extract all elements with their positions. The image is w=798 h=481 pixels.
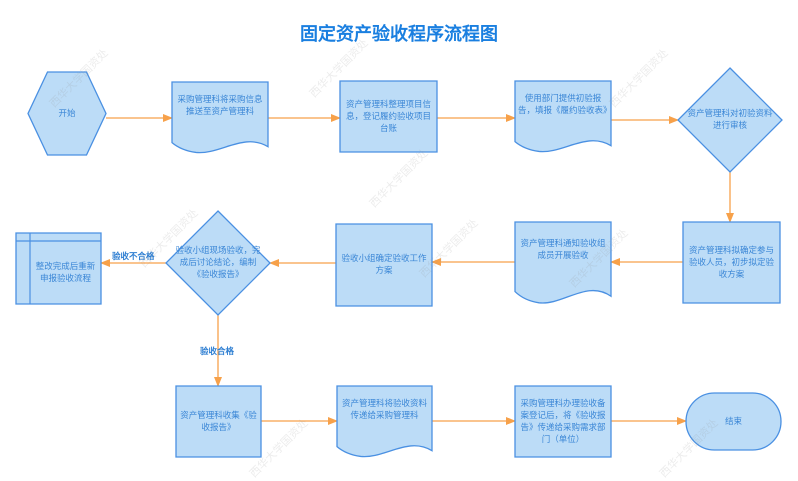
node-n5-process[interactable] xyxy=(682,221,781,304)
node-n11-label: 资产管理科将验收资料传递给采购管理科 xyxy=(341,399,427,422)
node-n10-label: 资产管理科收集《验收报告》 xyxy=(180,410,257,433)
node-n9-label: 整改完成后重新申报验收流程 xyxy=(35,261,96,284)
document-shape xyxy=(171,81,269,154)
node-n5-label: 资产管理科拟确定参与验收人员，初步拟定验收方案 xyxy=(688,245,774,280)
diagram-title: 固定资产验收程序流程图 xyxy=(300,24,498,45)
process-shape xyxy=(339,80,438,153)
decision-shape xyxy=(677,67,783,173)
node-n12-label: 采购管理科办理验收备案登记后，将《验收报告》传递给采购需求部门（单位） xyxy=(520,398,606,445)
node-n4-label: 资产管理科对初验资料进行审核 xyxy=(687,109,773,131)
edge-label-n8-n10: 验收合格 xyxy=(200,347,235,357)
node-n2-label: 资产管理科整理项目信息，登记履约验收项目台账 xyxy=(345,99,431,134)
node-n4-decision[interactable] xyxy=(677,67,783,173)
internal-storage-shape xyxy=(15,232,102,305)
node-n1-label: 采购管理科将采购信息推送至资产管理科 xyxy=(177,95,263,118)
node-n7-process[interactable] xyxy=(335,223,433,307)
decision-shape xyxy=(165,210,271,316)
node-n10-process[interactable] xyxy=(175,385,262,458)
node-n8-decision[interactable] xyxy=(165,210,271,316)
node-start-hexagon[interactable] xyxy=(27,71,107,156)
node-n11-document[interactable] xyxy=(336,385,433,458)
process-shape xyxy=(682,221,781,304)
node-n1-document[interactable] xyxy=(171,81,269,154)
process-shape xyxy=(514,385,612,458)
node-n3-document[interactable] xyxy=(514,80,612,153)
node-n6-document[interactable] xyxy=(514,221,612,304)
terminator-shape xyxy=(685,392,782,451)
node-end-terminator[interactable] xyxy=(685,392,782,451)
node-n12-process[interactable] xyxy=(514,385,612,458)
document-shape xyxy=(336,385,433,458)
edge-label-n8-n9: 验收不合格 xyxy=(112,252,155,262)
node-n8-label: 验收小组现场验收，完成后讨论结论，编制《验收报告》 xyxy=(175,246,261,280)
node-n6-label: 资产管理科通知验收组成员开展验收 xyxy=(520,239,606,262)
node-end-label: 结束 xyxy=(724,416,742,427)
document-shape xyxy=(514,221,612,304)
process-shape xyxy=(175,385,262,458)
hexagon-shape xyxy=(27,71,107,156)
document-shape xyxy=(514,80,612,153)
node-n2-process[interactable] xyxy=(339,80,438,153)
node-n9-internal-storage[interactable] xyxy=(15,232,102,305)
node-start-label: 开始 xyxy=(58,108,76,119)
node-n7-label: 验收小组确定验收工作方案 xyxy=(341,254,427,276)
node-n3-label: 使用部门提供初验报告，填报《履约验收表》 xyxy=(518,94,612,117)
process-shape xyxy=(335,223,433,307)
